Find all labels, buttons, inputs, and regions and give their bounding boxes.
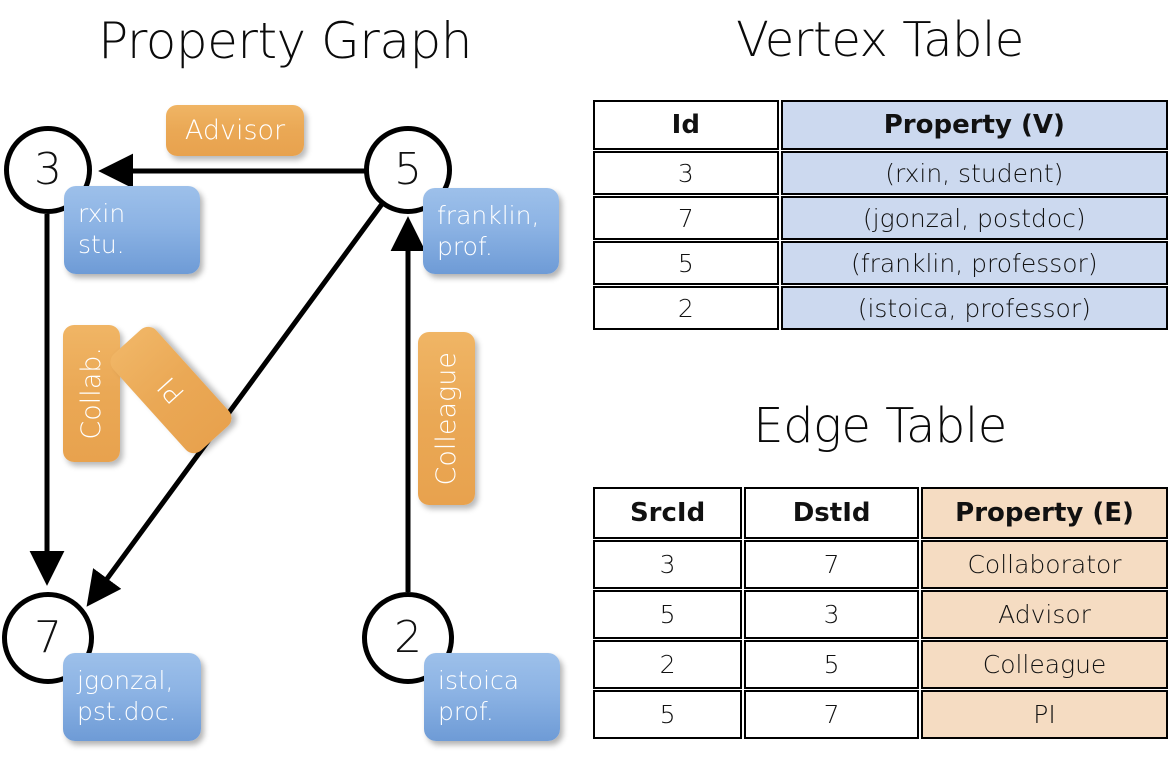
cell-dstid: 5: [744, 640, 920, 689]
table-header-row: SrcId DstId Property (E): [593, 487, 1168, 539]
node-property-box-7: jgonzal, pst.doc.: [63, 653, 201, 741]
table-row: 7 (jgonzal, postdoc): [593, 196, 1168, 240]
property-graph-diagram: 3 5 7 2 rxin stu. franklin, prof. jgonza…: [0, 0, 580, 760]
edge-label-pi-text: PI: [151, 370, 191, 410]
table-row: 5 7 PI: [593, 690, 1168, 739]
cell-srcid: 5: [593, 590, 743, 639]
cell-srcid: 5: [593, 690, 743, 739]
node-property-line-2: prof.: [437, 232, 493, 262]
edge-label-collab: Collab.: [63, 325, 120, 462]
cell-id: 2: [593, 286, 779, 330]
column-header-property-v: Property (V): [780, 100, 1168, 150]
edge-label-colleague: Colleague: [418, 332, 475, 505]
page-title-edge-table: Edge Table: [753, 398, 1007, 454]
node-property-box-5: franklin, prof.: [423, 188, 559, 274]
column-header-srcid: SrcId: [593, 487, 743, 539]
cell-id: 5: [593, 241, 779, 285]
cell-dstid: 7: [744, 690, 920, 739]
cell-property: Collaborator: [921, 540, 1168, 589]
column-header-id: Id: [593, 100, 779, 150]
node-property-line-2: prof.: [438, 697, 494, 727]
cell-property: Colleague: [921, 640, 1168, 689]
cell-id: 3: [593, 151, 779, 195]
table-row: 5 3 Advisor: [593, 590, 1168, 639]
table-row: 5 (franklin, professor): [593, 241, 1168, 285]
graph-node-5[interactable]: 5: [364, 126, 452, 214]
edge-label-colleague-text: Colleague: [431, 351, 462, 486]
table-row: 2 (istoica, professor): [593, 286, 1168, 330]
cell-property: Advisor: [921, 590, 1168, 639]
cell-dstid: 3: [744, 590, 920, 639]
node-property-line-1: jgonzal,: [77, 666, 174, 695]
cell-property: PI: [921, 690, 1168, 739]
cell-srcid: 3: [593, 540, 743, 589]
table-row: 3 (rxin, student): [593, 151, 1168, 195]
graph-edges-svg: [29, 153, 426, 607]
cell-property: (jgonzal, postdoc): [780, 196, 1168, 240]
cell-srcid: 2: [593, 640, 743, 689]
vertex-table: Id Property (V) 3 (rxin, student) 7 (jgo…: [591, 99, 1170, 331]
node-property-line-2: stu.: [78, 230, 125, 260]
node-property-box-2: istoica prof.: [424, 653, 560, 741]
node-property-line-1: istoica: [438, 666, 520, 695]
edge-label-collab-text: Collab.: [76, 347, 107, 440]
page-title-vertex-table: Vertex Table: [736, 12, 1024, 68]
node-property-line-1: franklin,: [437, 201, 540, 230]
cell-property: (franklin, professor): [780, 241, 1168, 285]
column-header-property-e: Property (E): [921, 487, 1168, 539]
cell-id: 7: [593, 196, 779, 240]
table-row: 2 5 Colleague: [593, 640, 1168, 689]
table-row: 3 7 Collaborator: [593, 540, 1168, 589]
column-header-dstid: DstId: [744, 487, 920, 539]
node-property-box-3: rxin stu.: [64, 186, 200, 274]
cell-property: (istoica, professor): [780, 286, 1168, 330]
graph-node-2[interactable]: 2: [362, 592, 454, 684]
cell-dstid: 7: [744, 540, 920, 589]
node-property-line-2: pst.doc.: [77, 697, 177, 727]
edge-label-advisor: Advisor: [166, 105, 304, 156]
edge-table: SrcId DstId Property (E) 3 7 Collaborato…: [591, 486, 1170, 740]
table-header-row: Id Property (V): [593, 100, 1168, 150]
cell-property: (rxin, student): [780, 151, 1168, 195]
page-title-property-graph: Property Graph: [98, 12, 472, 70]
edge-5-to-7-pi: [86, 202, 385, 607]
edge-label-advisor-text: Advisor: [184, 115, 286, 146]
node-property-line-1: rxin: [78, 199, 126, 228]
